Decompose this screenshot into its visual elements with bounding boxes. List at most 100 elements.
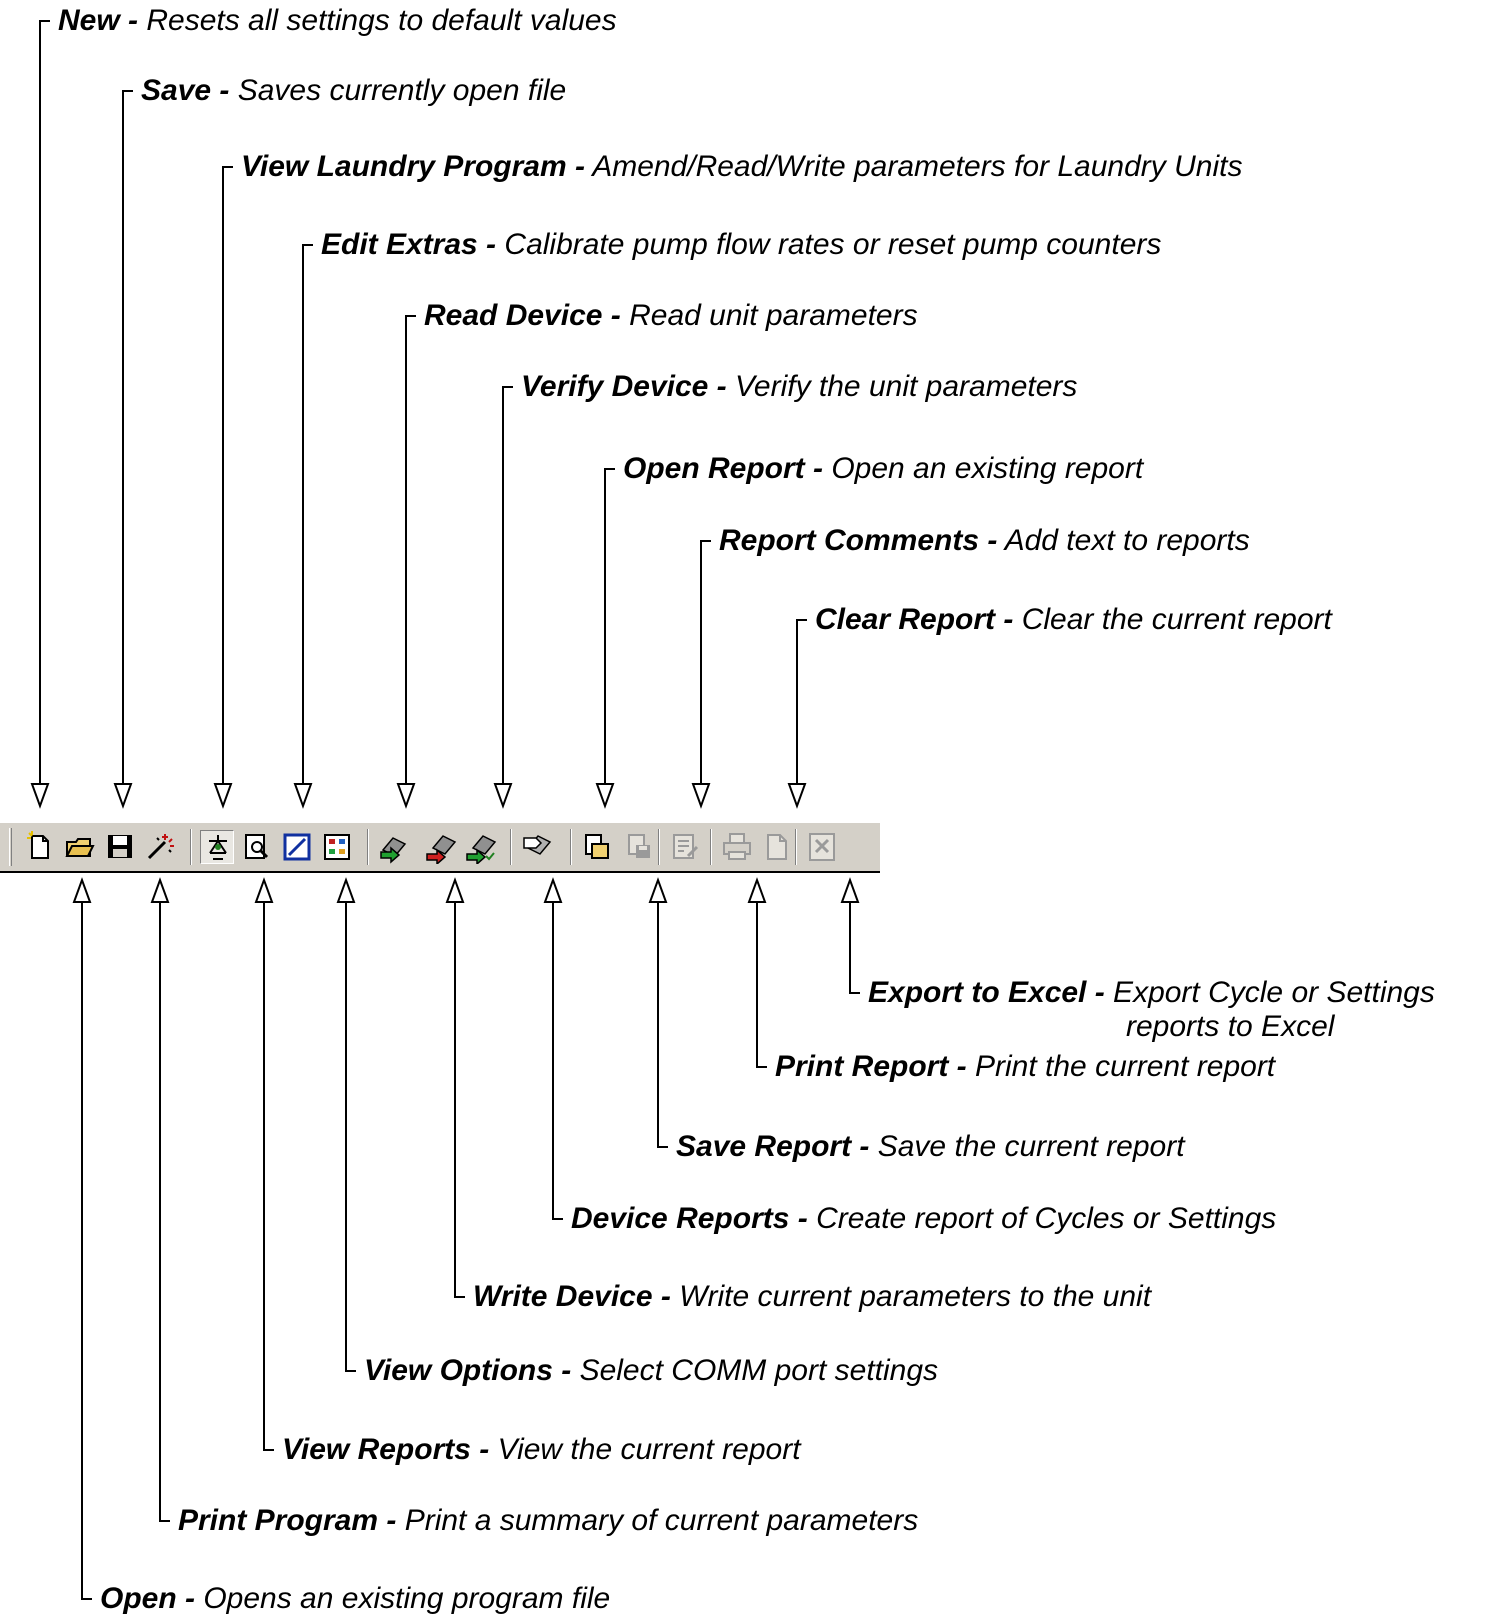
- edit-extras-button[interactable]: [280, 830, 314, 864]
- callout-export-to-excel: Export to Excel - Export Cycle or Settin…: [868, 976, 1435, 1043]
- verify-device-icon: [466, 835, 497, 864]
- callout-view-options: View Options - Select COMM port settings: [364, 1354, 938, 1388]
- device-reports-icon: [523, 835, 552, 855]
- callout-description: View the current report: [489, 1433, 801, 1466]
- callout-description: Select COMM port settings: [571, 1354, 939, 1387]
- callout-title: Print Program -: [178, 1504, 397, 1537]
- callout-clear-report: Clear Report - Clear the current report: [815, 603, 1332, 637]
- toolbar-separator: [190, 829, 192, 865]
- callout-description: Create report of Cycles or Settings: [807, 1202, 1277, 1235]
- save-report-button: [623, 830, 657, 864]
- view-options-button[interactable]: [320, 830, 354, 864]
- callout-title: View Laundry Program -: [241, 150, 585, 183]
- toolbar-separator: [658, 829, 660, 865]
- callout-print-report: Print Report - Print the current report: [775, 1050, 1275, 1084]
- save-disk-button[interactable]: [103, 830, 137, 864]
- save-disk-icon: [108, 835, 132, 858]
- callout-description: Write current parameters to the unit: [670, 1280, 1152, 1313]
- callout-title: Clear Report -: [815, 603, 1014, 636]
- callout-description: Print the current report: [966, 1050, 1276, 1083]
- callout-title: New -: [58, 4, 139, 37]
- callout-save-report: Save Report - Save the current report: [676, 1130, 1185, 1164]
- callout-title: Save Report -: [676, 1130, 870, 1163]
- callout-print-program: Print Program - Print a summary of curre…: [178, 1504, 918, 1538]
- print-preview-button[interactable]: [240, 830, 274, 864]
- callout-description: Save the current report: [869, 1130, 1185, 1163]
- callout-title: Read Device -: [424, 299, 621, 332]
- open-folder-icon: [65, 838, 95, 857]
- callout-line-print-report: [747, 877, 767, 1068]
- callout-title: View Options -: [364, 1354, 572, 1387]
- callout-description: Add text to reports: [997, 524, 1250, 557]
- read-device-icon: [380, 837, 407, 864]
- callout-title: Export to Excel -: [868, 976, 1105, 1009]
- callout-open-report: Open Report - Open an existing report: [623, 452, 1143, 486]
- toolbar-separator: [510, 829, 512, 865]
- callout-description: Read unit parameters: [620, 299, 918, 332]
- clear-report-button: [760, 830, 794, 864]
- callout-line-clear-report: [787, 619, 807, 809]
- callout-line-write-device: [445, 877, 465, 1298]
- view-options-icon: [324, 834, 350, 860]
- callout-line-open-report: [595, 468, 615, 809]
- callout-new: New - Resets all settings to default val…: [58, 4, 617, 38]
- callout-description: Saves currently open file: [229, 74, 567, 107]
- read-device-button[interactable]: [377, 830, 411, 864]
- callout-description: Amend/Read/Write parameters for Laundry …: [584, 150, 1243, 183]
- callout-view-laundry-program: View Laundry Program - Amend/Read/Write …: [241, 150, 1242, 184]
- callout-report-comments: Report Comments - Add text to reports: [719, 524, 1250, 558]
- laundry-program-button[interactable]: [200, 830, 234, 864]
- verify-device-button[interactable]: [463, 830, 497, 864]
- open-folder-button[interactable]: [63, 830, 97, 864]
- callout-write-device: Write Device - Write current parameters …: [473, 1280, 1151, 1314]
- save-report-icon: [628, 834, 650, 858]
- callout-description: Open an existing report: [823, 452, 1144, 485]
- callout-line-device-reports: [543, 877, 563, 1220]
- print-preview-icon: [245, 834, 269, 859]
- new-file-button[interactable]: [23, 830, 57, 864]
- toolbar-grip[interactable]: [9, 828, 12, 866]
- callout-device-reports: Device Reports - Create report of Cycles…: [571, 1202, 1276, 1236]
- report-comments-button: [668, 830, 702, 864]
- export-excel-icon: [809, 833, 835, 861]
- callout-title: Open -: [100, 1582, 195, 1615]
- callout-description: Verify the unit parameters: [726, 370, 1078, 403]
- callout-description: Clear the current report: [1013, 603, 1332, 636]
- callout-view-reports: View Reports - View the current report: [282, 1433, 801, 1467]
- open-report-icon: [585, 834, 609, 859]
- write-device-button[interactable]: [423, 830, 457, 864]
- open-report-button[interactable]: [580, 830, 614, 864]
- callout-description: Print a summary of current parameters: [396, 1504, 919, 1537]
- callout-description-line2: reports to Excel: [1126, 1010, 1335, 1043]
- callout-line-export-to-excel: [840, 877, 860, 994]
- toolbar-separator: [570, 829, 572, 865]
- callout-description: Resets all settings to default values: [138, 4, 617, 37]
- callout-open: Open - Opens an existing program file: [100, 1582, 610, 1616]
- export-excel-button: [805, 830, 839, 864]
- callout-read-device: Read Device - Read unit parameters: [424, 299, 918, 333]
- callout-save: Save - Saves currently open file: [141, 74, 566, 108]
- callout-line-save-report: [648, 877, 668, 1148]
- callout-line-print-program: [150, 877, 170, 1522]
- toolbar: [0, 823, 880, 873]
- callout-line-edit-extras: [293, 244, 313, 809]
- callout-line-verify-device: [493, 386, 513, 809]
- callout-line-view-reports: [254, 877, 274, 1451]
- device-reports-button[interactable]: [520, 830, 554, 864]
- write-device-icon: [426, 835, 457, 864]
- magic-wand-button[interactable]: [143, 830, 177, 864]
- toolbar-separator: [367, 829, 369, 865]
- callout-line-report-comments: [691, 540, 711, 809]
- callout-title: Verify Device -: [521, 370, 727, 403]
- toolbar-separator: [710, 829, 712, 865]
- callout-line-new: [30, 20, 50, 809]
- callout-title: Save -: [141, 74, 230, 107]
- callout-title: Device Reports -: [571, 1202, 808, 1235]
- laundry-program-icon: [209, 835, 227, 860]
- magic-wand-icon: [147, 834, 174, 860]
- callout-description: Export Cycle or Settings: [1104, 976, 1435, 1009]
- print-report-icon: [723, 833, 751, 860]
- callout-description: Calibrate pump flow rates or reset pump …: [496, 228, 1162, 261]
- callout-line-view-laundry-program: [213, 166, 233, 809]
